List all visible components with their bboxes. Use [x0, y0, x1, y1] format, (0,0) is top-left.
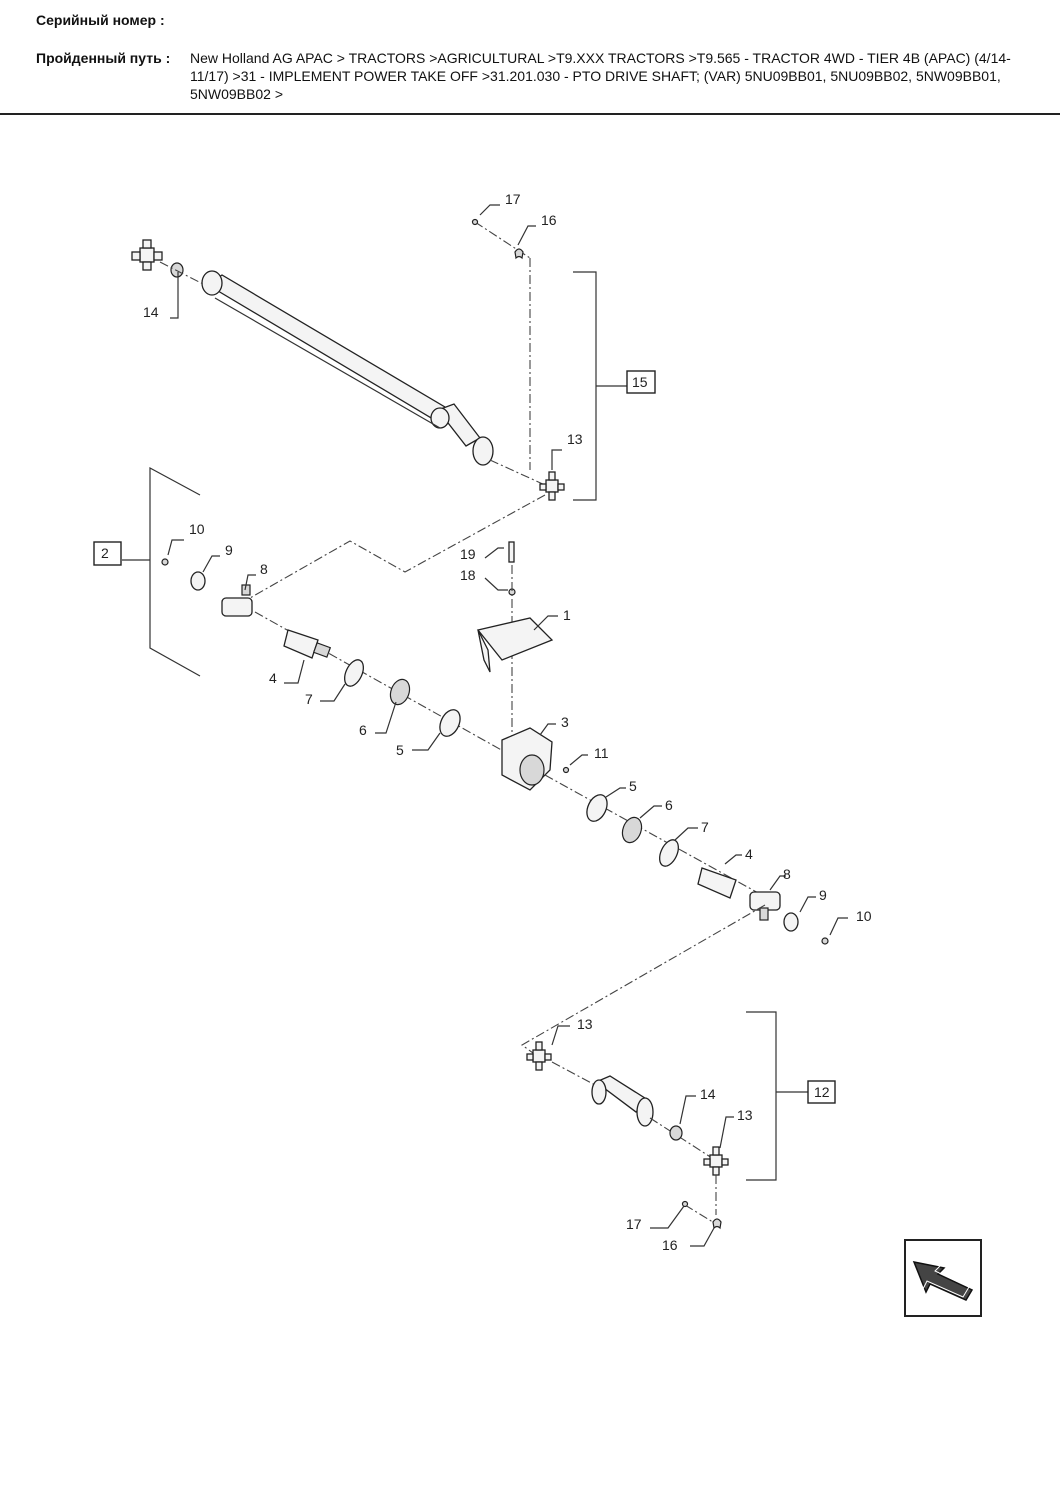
callout-5-left[interactable]: 5: [396, 742, 404, 758]
callout-13-upper[interactable]: 13: [567, 431, 583, 447]
cross-joint-13-upper: [539, 471, 565, 501]
bolt-19: [508, 541, 515, 563]
cross-joint-13-lower-right: [703, 1146, 729, 1176]
callout-4-right[interactable]: 4: [745, 846, 753, 862]
seal-ring-14-lower: [669, 1125, 683, 1141]
callout-16-lower[interactable]: 16: [662, 1237, 678, 1253]
callout-10-right[interactable]: 10: [856, 908, 872, 924]
callout-3[interactable]: 3: [561, 714, 569, 730]
snap-ring-7-right: [658, 839, 680, 867]
bolt-10-right: [821, 937, 829, 945]
callout-5-right[interactable]: 5: [629, 778, 637, 794]
breadcrumb[interactable]: New Holland AG APAC > TRACTORS >AGRICULT…: [190, 50, 1011, 102]
seal-5-left: [439, 709, 461, 737]
callout-13-lower-left[interactable]: 13: [577, 1016, 593, 1032]
grease-fitting-11: [562, 766, 570, 774]
splined-shaft-4-left: [283, 629, 332, 659]
seal-ring: [170, 262, 184, 278]
callout-8-left[interactable]: 8: [260, 561, 268, 577]
washer-9-right: [783, 912, 799, 932]
callout-15[interactable]: 15: [632, 374, 648, 390]
header-divider: [0, 113, 1060, 115]
path-label: Пройденный путь :: [36, 50, 171, 66]
assembly-ref-box-12[interactable]: [807, 1080, 836, 1104]
callout-14-lower[interactable]: 14: [700, 1086, 716, 1102]
cross-joint-13-lower-left: [526, 1041, 552, 1071]
support-bracket-1: [476, 617, 554, 673]
seal-5-right: [586, 794, 608, 822]
assembly-ref-box-15[interactable]: [626, 370, 656, 394]
callout-2[interactable]: 2: [101, 545, 109, 561]
yoke-8-left: [221, 584, 253, 617]
splined-shaft-4-right: [697, 867, 737, 899]
callout-13-lower-right[interactable]: 13: [737, 1107, 753, 1123]
leader-lines: [167, 204, 848, 1247]
assembly-ref-box-2[interactable]: [93, 541, 122, 566]
callout-12[interactable]: 12: [814, 1084, 830, 1100]
callout-11[interactable]: 11: [594, 745, 609, 761]
upper-drive-shaft: [201, 270, 494, 466]
previous-page-arrow-icon[interactable]: [904, 1239, 982, 1317]
callout-14-top[interactable]: 14: [143, 304, 159, 320]
bolt-10-left: [161, 558, 169, 566]
callout-1[interactable]: 1: [563, 607, 571, 623]
snap-ring-7-left: [343, 659, 365, 687]
cross-joint-top-left: [131, 239, 163, 271]
callout-4-left[interactable]: 4: [269, 670, 277, 686]
callout-8-right[interactable]: 8: [783, 866, 791, 882]
callout-16-top[interactable]: 16: [541, 212, 557, 228]
yoke-8-right: [749, 891, 781, 921]
callout-18[interactable]: 18: [460, 567, 476, 583]
callout-7-left[interactable]: 7: [305, 691, 313, 707]
callout-6-right[interactable]: 6: [665, 797, 673, 813]
callout-6-left[interactable]: 6: [359, 722, 367, 738]
bearing-6-right: [621, 816, 643, 844]
callout-17-top[interactable]: 17: [505, 191, 521, 207]
lower-drive-shaft: [591, 1075, 654, 1127]
callout-7-right[interactable]: 7: [701, 819, 709, 835]
serial-number-label: Серийный номер :: [36, 12, 165, 28]
callout-9-right[interactable]: 9: [819, 887, 827, 903]
bearing-6-left: [389, 678, 411, 706]
callout-19[interactable]: 19: [460, 546, 476, 562]
callout-9-left[interactable]: 9: [225, 542, 233, 558]
callout-17-lower[interactable]: 17: [626, 1216, 642, 1232]
washer-9-left: [190, 571, 206, 591]
bearing-housing-3: [501, 727, 553, 791]
callout-10-left[interactable]: 10: [189, 521, 205, 537]
